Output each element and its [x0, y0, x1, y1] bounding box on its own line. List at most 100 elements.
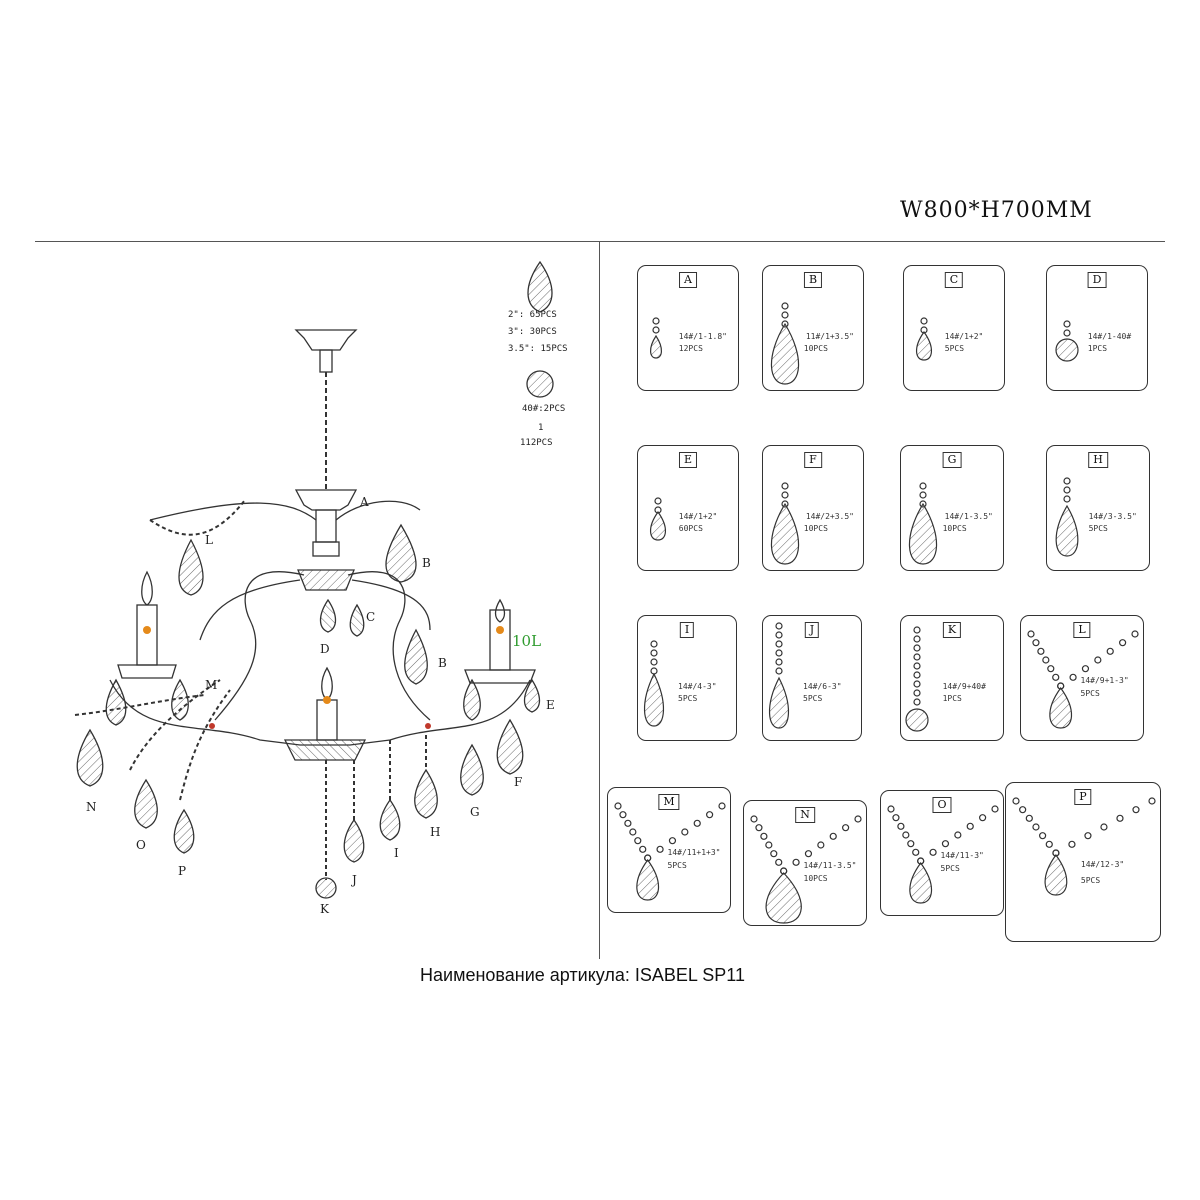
part-quantity: 5PCS	[667, 861, 687, 871]
legend-size-35: 3.5": 15PCS	[508, 344, 568, 354]
part-illustration-k	[905, 626, 929, 732]
part-card-m: M 14#/11+1+3" 5PCS	[607, 787, 731, 913]
marker-k: K	[320, 902, 329, 916]
marker-d: D	[320, 642, 330, 656]
part-card-e: E 14#/1+2" 60PCS	[637, 445, 739, 571]
part-label: D	[1087, 272, 1107, 288]
part-label: E	[678, 452, 698, 468]
part-card-k: K 14#/9+40# 1PCS	[900, 615, 1004, 741]
marker-o: O	[136, 838, 146, 852]
part-illustration-n	[750, 815, 862, 924]
marker-e: E	[546, 698, 555, 712]
marker-l: L	[205, 533, 213, 547]
marker-b-upper: B	[422, 556, 431, 570]
chandelier-drawing	[74, 260, 554, 899]
part-card-i: I 14#/4-3" 5PCS	[637, 615, 737, 741]
part-quantity: 60PCS	[678, 524, 703, 534]
part-quantity: 5PCS	[944, 344, 965, 354]
part-spec: 11#/1+3.5"	[805, 331, 854, 341]
marker-c: C	[366, 610, 376, 624]
marker-n: N	[86, 800, 97, 814]
part-quantity: 1PCS	[942, 694, 962, 704]
part-card-f: F 14#/2+3.5" 10PCS	[762, 445, 864, 571]
part-spec: 14#/11+1+3"	[667, 848, 721, 858]
vertical-divider	[599, 241, 600, 959]
part-card-l: L 14#/9+1-3" 5PCS	[1020, 615, 1144, 741]
part-illustration-f	[770, 482, 800, 565]
part-label: O	[932, 797, 952, 813]
part-quantity: 5PCS	[1088, 524, 1108, 534]
part-illustration-m	[614, 802, 726, 901]
part-spec: 14#/9+40#	[942, 681, 986, 691]
marker-p: P	[178, 864, 187, 878]
part-illustration-p	[1012, 797, 1156, 896]
legend-separator: 1	[538, 423, 544, 433]
part-label: I	[679, 622, 695, 638]
part-illustration-d	[1055, 320, 1079, 362]
part-illustration-l	[1027, 630, 1139, 729]
part-quantity: 10PCS	[803, 344, 828, 354]
marker-f: F	[514, 775, 523, 789]
marker-b-lower: B	[438, 656, 447, 670]
part-card-j: J 14#/6-3" 5PCS	[762, 615, 862, 741]
marker-a: A	[360, 495, 369, 509]
part-spec: 14#/1-1.8"	[678, 331, 727, 341]
part-quantity: 5PCS	[1080, 875, 1101, 885]
part-quantity: 5PCS	[678, 694, 698, 704]
part-quantity: 12PCS	[678, 344, 703, 354]
part-label: M	[658, 794, 680, 810]
part-illustration-b	[770, 302, 800, 385]
part-card-c: C 14#/1+2" 5PCS	[903, 265, 1005, 391]
part-spec: 14#/1-40#	[1087, 331, 1132, 341]
bulb-note: 10L	[512, 632, 542, 650]
part-spec: 14#/3-3.5"	[1088, 511, 1137, 521]
part-quantity: 5PCS	[1080, 689, 1100, 699]
part-spec: 14#/11-3.5"	[803, 861, 857, 871]
part-label: L	[1073, 622, 1091, 638]
part-spec: 14#/1-3.5"	[944, 511, 993, 521]
part-illustration-o	[887, 805, 999, 904]
part-label: G	[942, 452, 962, 468]
legend-ball: 40#:2PCS	[522, 404, 566, 414]
header-divider	[35, 241, 1165, 242]
part-illustration-i	[643, 640, 665, 727]
part-spec: 14#/4-3"	[678, 681, 717, 691]
part-label: A	[679, 272, 697, 288]
legend-size-2: 2": 65PCS	[508, 310, 557, 320]
part-illustration-j	[768, 622, 790, 729]
part-quantity: 10PCS	[942, 524, 967, 534]
part-label: J	[804, 622, 820, 638]
marker-m: M	[205, 678, 218, 692]
dimensions-label: W800*H700MM	[900, 198, 1093, 223]
part-quantity: 5PCS	[803, 694, 823, 704]
part-label: F	[804, 452, 822, 468]
part-spec: 14#/1+2"	[944, 331, 984, 341]
part-illustration-a	[650, 317, 662, 359]
part-card-n: N 14#/11-3.5" 10PCS	[743, 800, 867, 926]
part-illustration-g	[908, 482, 938, 565]
part-label: C	[944, 272, 964, 288]
marker-j: J	[352, 873, 357, 887]
part-illustration-h	[1055, 477, 1079, 557]
part-label: P	[1074, 789, 1092, 805]
part-quantity: 10PCS	[803, 524, 828, 534]
part-spec: 14#/6-3"	[803, 681, 842, 691]
marker-g: G	[470, 805, 480, 819]
part-quantity: 10PCS	[803, 874, 828, 884]
part-illustration-e	[649, 497, 667, 541]
part-spec: 14#/11-3"	[940, 851, 984, 861]
part-card-a: A 14#/1-1.8" 12PCS	[637, 265, 739, 391]
part-spec: 14#/9+1-3"	[1080, 676, 1129, 686]
marker-h: H	[430, 825, 441, 839]
part-spec: 14#/1+2"	[678, 511, 718, 521]
part-label: N	[795, 807, 815, 823]
part-card-g: G 14#/1-3.5" 10PCS	[900, 445, 1004, 571]
part-illustration-c	[915, 317, 933, 361]
part-spec: 14#/2+3.5"	[805, 511, 854, 521]
part-label: K	[942, 622, 962, 638]
